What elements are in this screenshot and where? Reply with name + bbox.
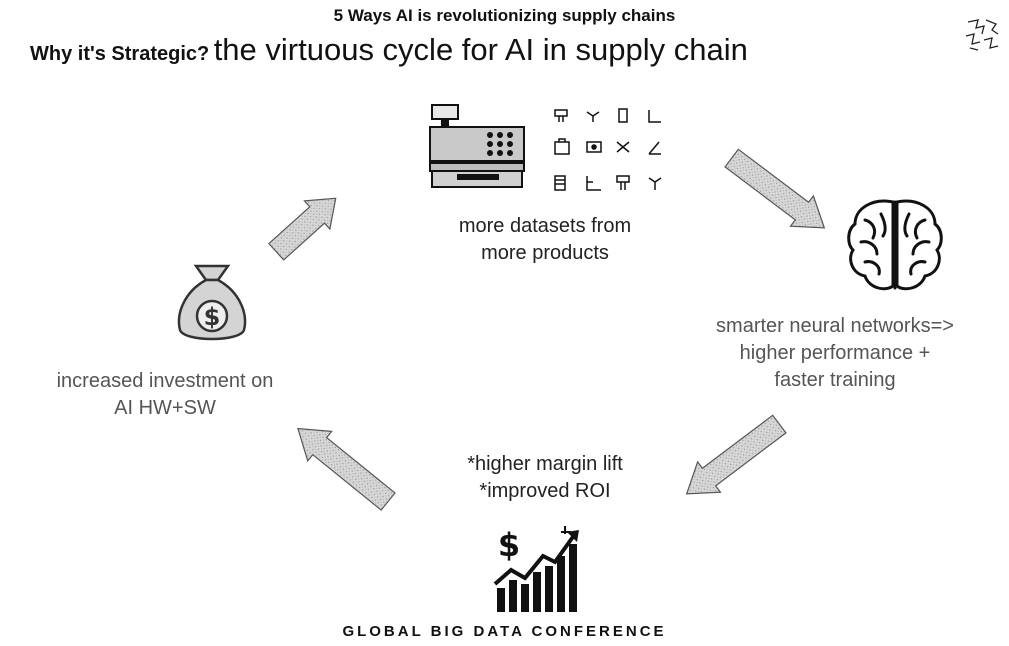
money-bag-icon: $: [177, 264, 247, 341]
neural-networks-label: smarter neural networks=> higher perform…: [655, 313, 1009, 394]
svg-text:$: $: [204, 303, 221, 331]
investment-label: increased investment on AI HW+SW: [0, 368, 330, 422]
datasets-label: more datasets from more products: [395, 213, 695, 267]
svg-text:$: $: [498, 526, 520, 564]
page-title: Why it's Strategic? the virtuous cycle f…: [30, 32, 748, 68]
arrow-neural-to-roi: [685, 414, 787, 495]
title-lead: Why it's Strategic?: [30, 43, 210, 65]
arrow-datasets-to-neural: [724, 148, 826, 229]
brain-icon: [847, 199, 943, 291]
neural-line-3: faster training: [774, 369, 896, 391]
datasets-line-1: more datasets from: [458, 215, 632, 237]
neural-line-2: higher performance +: [739, 342, 931, 364]
logo-icon: [965, 19, 999, 51]
subtitle: 5 Ways AI is revolutionizing supply chai…: [333, 6, 676, 25]
roi-line-1: *higher margin lift: [467, 453, 623, 475]
product-grid-icon: [554, 108, 662, 191]
growth-chart-icon: $: [493, 526, 579, 612]
roi-line-2: *improved ROI: [479, 480, 611, 502]
arrow-roi-to-invest: [297, 427, 396, 511]
datasets-line-2: more products: [481, 242, 609, 264]
investment-line-2: AI HW+SW: [114, 397, 216, 419]
title-main: the virtuous cycle for AI in supply chai…: [213, 32, 748, 67]
investment-line-1: increased investment on: [56, 370, 274, 392]
roi-label: *higher margin lift *improved ROI: [395, 451, 695, 505]
neural-line-1: smarter neural networks=>: [716, 315, 954, 337]
arrow-invest-to-datasets: [268, 197, 337, 261]
cash-register-icon: [429, 104, 525, 188]
conference-label: GLOBAL BIG DATA CONFERENCE: [342, 623, 667, 640]
